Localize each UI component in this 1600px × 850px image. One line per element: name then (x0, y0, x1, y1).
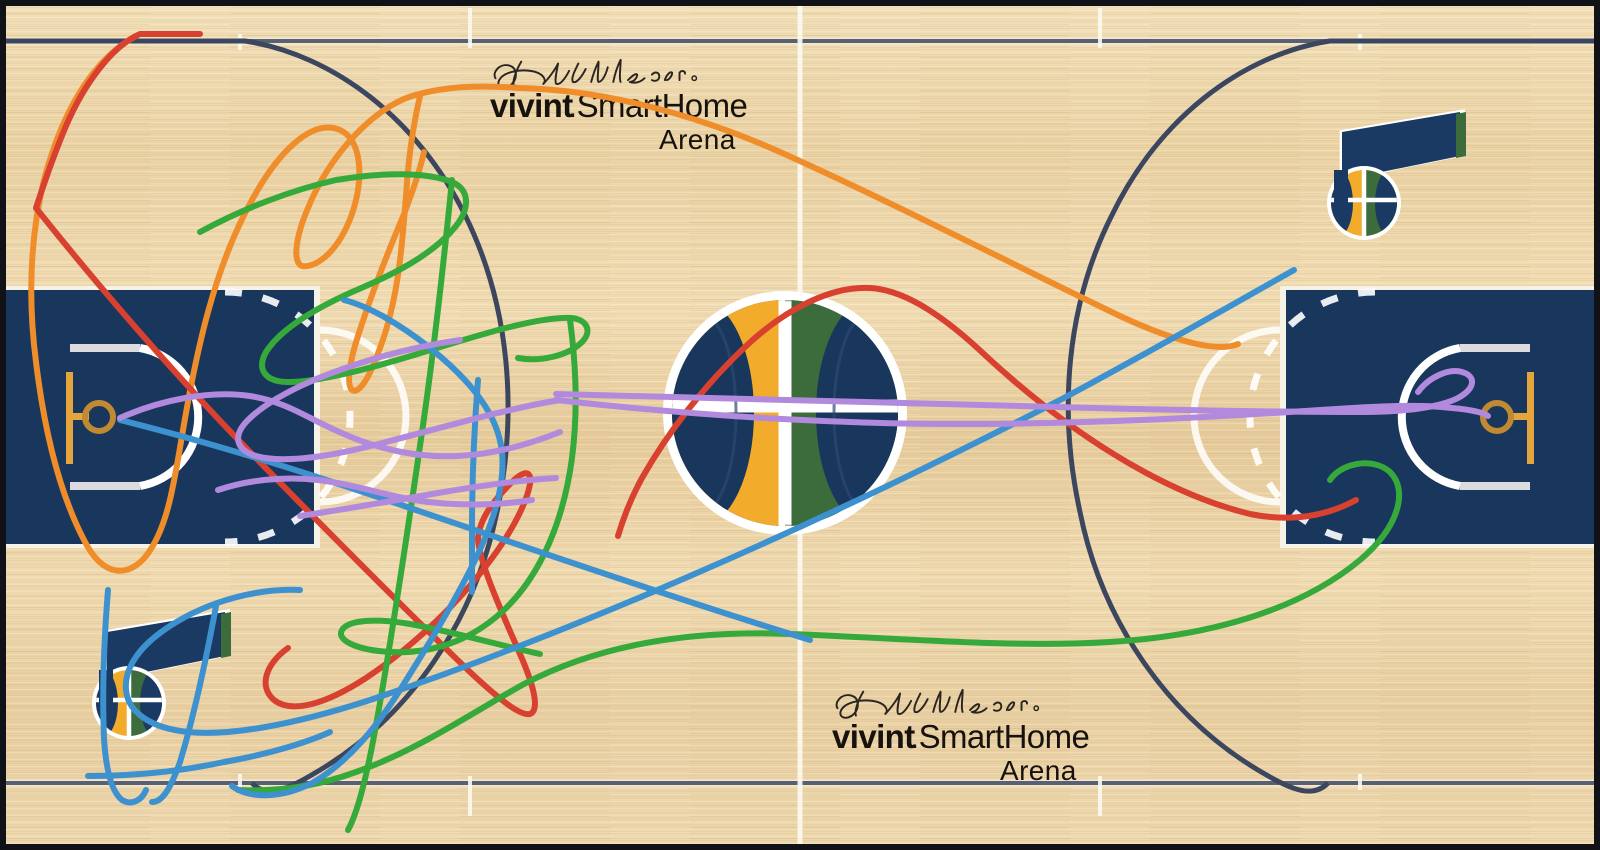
annotation-stroke-purple[interactable] (215, 475, 535, 508)
left-paint (6, 286, 354, 548)
wordmark-top: vivint .SmartHome Arena (490, 58, 748, 155)
venue-name-bottom-part1: vivint (832, 718, 915, 755)
annotation-stroke-purple[interactable] (117, 391, 563, 460)
annotation-stroke-red[interactable] (33, 31, 203, 211)
annotation-stroke-layer[interactable] (28, 31, 1491, 833)
venue-name-bottom-line2: Arena (1000, 755, 1077, 786)
annotation-stroke-orange[interactable] (346, 93, 427, 394)
annotation-stroke-green[interactable] (338, 317, 579, 657)
larry-h-miller-court-script-bottom (835, 688, 1040, 719)
annotation-stroke-blue[interactable] (117, 417, 813, 643)
annotation-stroke-green[interactable] (235, 460, 1403, 794)
wordmark-bottom: vivint .SmartHome Arena (832, 688, 1090, 786)
right-three-point-arc (1065, 38, 1594, 794)
left-hoop (66, 372, 116, 464)
court-markings (6, 6, 1594, 844)
annotation-stroke-blue[interactable] (85, 729, 333, 779)
annotation-stroke-purple[interactable] (553, 397, 1491, 427)
right-hoop (1480, 372, 1534, 464)
annotation-stroke-green[interactable] (345, 177, 455, 833)
annotation-stroke-purple[interactable] (235, 337, 563, 463)
annotation-stroke-blue[interactable] (122, 267, 1297, 736)
annotation-stroke-blue[interactable] (149, 603, 219, 805)
venue-name-bottom-part2: .SmartHome (910, 718, 1089, 755)
annotation-stroke-blue[interactable] (100, 587, 149, 806)
right-paint (1246, 286, 1594, 548)
annotation-stroke-blue[interactable] (229, 297, 506, 799)
utah-jazz-note-logo-top-right (1327, 109, 1466, 240)
annotation-stroke-purple[interactable] (297, 475, 559, 519)
annotation-stroke-orange[interactable] (28, 33, 1241, 574)
annotation-stroke-red[interactable] (615, 284, 1359, 539)
